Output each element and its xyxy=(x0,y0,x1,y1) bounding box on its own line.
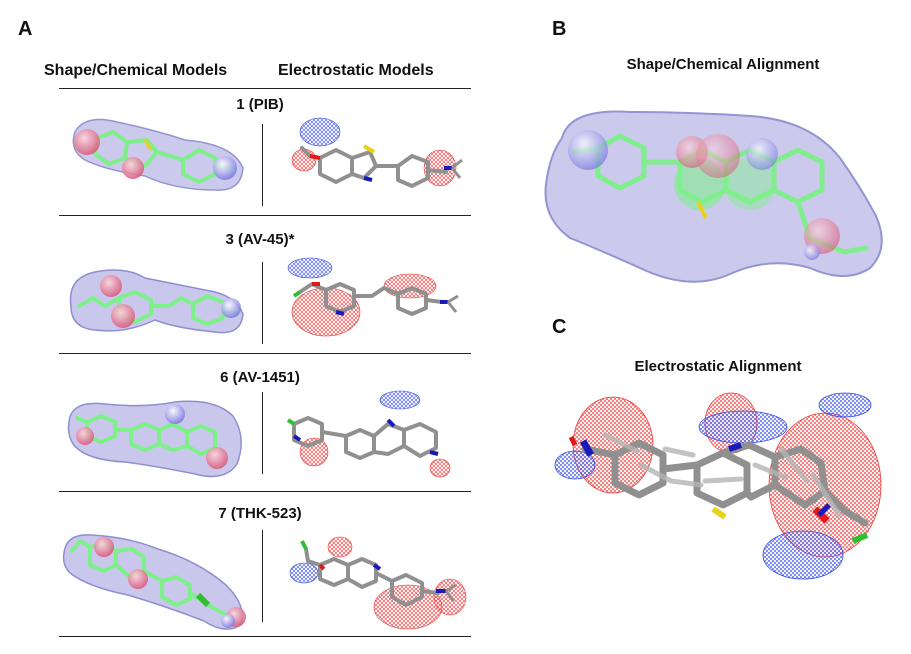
compound-title-1: 1 (PIB) xyxy=(236,96,284,113)
electrostatic-model-1 xyxy=(291,117,463,188)
panel-b-letter: B xyxy=(552,18,567,40)
row-divider-6 xyxy=(262,392,263,474)
electrostatic-model-6 xyxy=(286,390,451,478)
row-divider-1 xyxy=(262,124,263,206)
shape-chemical-alignment-model xyxy=(544,110,883,283)
shape-model-6 xyxy=(67,400,242,478)
table-rule-bottom xyxy=(59,636,471,637)
panel-a-letter: A xyxy=(18,18,33,40)
table-rule-top xyxy=(59,88,471,89)
panel-b-title: Shape/Chemical Alignment xyxy=(626,56,820,73)
table-rule-2 xyxy=(59,353,471,354)
table-rule-3 xyxy=(59,491,471,492)
shape-model-3 xyxy=(69,269,244,334)
electrostatic-model-7 xyxy=(289,536,467,630)
shape-model-7 xyxy=(62,534,246,630)
row-divider-7 xyxy=(262,530,263,622)
compound-title-3: 3 (AV-45)* xyxy=(225,231,295,248)
column-header-shape-chemical: Shape/Chemical Models xyxy=(44,62,228,79)
electrostatic-model-3 xyxy=(287,257,459,337)
electrostatic-alignment-model xyxy=(554,392,882,580)
compound-title-6: 6 (AV-1451) xyxy=(220,369,300,386)
panel-c-title: Electrostatic Alignment xyxy=(634,358,802,375)
column-header-electrostatic: Electrostatic Models xyxy=(278,62,434,79)
compound-title-7: 7 (THK-523) xyxy=(218,505,302,522)
row-divider-3 xyxy=(262,262,263,344)
shape-model-1 xyxy=(72,118,244,191)
panel-c-letter: C xyxy=(552,316,567,338)
table-rule-1 xyxy=(59,215,471,216)
